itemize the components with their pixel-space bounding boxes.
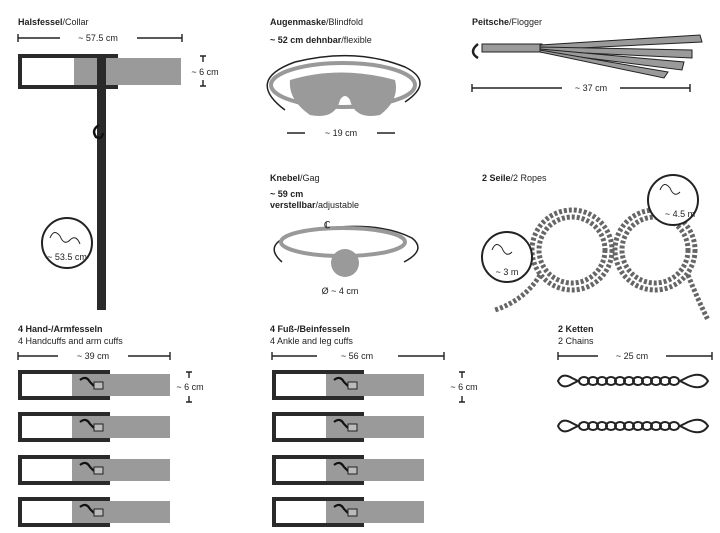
chains-title-en: 2 Chains xyxy=(558,336,594,346)
gag-adjust: verstellbar/adjustable xyxy=(270,200,359,210)
blindfold-section: Augenmaske/Blindfold ~ 52 cm dehnbar/fle… xyxy=(266,17,421,138)
chains-length: ~ 25 cm xyxy=(616,351,648,361)
strap-length-callout xyxy=(41,217,93,269)
anklecuffs-section: 4 Fuß-/Beinfesseln 4 Ankle and leg cuffs… xyxy=(270,324,478,529)
collar-length: ~ 57.5 cm xyxy=(78,33,118,43)
rope-short-length: ~ 3 m xyxy=(496,267,519,277)
handcuffs-width: ~ 6 cm xyxy=(176,382,203,392)
anklecuffs-width: ~ 6 cm xyxy=(450,382,477,392)
blindfold-title: Augenmaske/Blindfold xyxy=(270,17,363,27)
ropes-section: 2 Seile/2 Ropes ~ 3 m ~ 4.5 m xyxy=(481,173,711,322)
handcuffs-length: ~ 39 cm xyxy=(77,351,109,361)
gag-title: Knebel/Gag xyxy=(270,173,320,183)
collar-hook-icon xyxy=(92,123,105,140)
anklecuffs-title-en: 4 Ankle and leg cuffs xyxy=(270,336,353,346)
flogger-ring-icon xyxy=(471,43,479,60)
collar-length-line xyxy=(17,34,183,42)
flogger-section: Peitsche/Flogger ~ 37 cm xyxy=(471,17,703,93)
rope-short-callout xyxy=(481,231,533,283)
rope-long-callout xyxy=(647,174,699,226)
anklecuffs-length: ~ 56 cm xyxy=(341,351,373,361)
gag-length: ~ 59 cm xyxy=(270,189,303,199)
gag-ball-size: Ø ~ 4 cm xyxy=(322,286,359,296)
chains-section: 2 Ketten 2 Chains ~ 25 cm xyxy=(557,324,713,434)
flogger-length: ~ 37 cm xyxy=(575,83,607,93)
collar-title: Halsfessel/Collar xyxy=(18,17,89,27)
flogger-strands xyxy=(539,34,703,79)
ropes-title: 2 Seile/2 Ropes xyxy=(482,173,547,183)
collar-strap xyxy=(97,56,106,310)
handcuffs-title-en: 4 Handcuffs and arm cuffs xyxy=(18,336,123,346)
blindfold-mask xyxy=(289,72,396,116)
rope-long-length: ~ 4.5 m xyxy=(665,209,695,219)
chains-title-de: 2 Ketten xyxy=(558,324,594,334)
blindfold-width: ~ 19 cm xyxy=(325,128,357,138)
flogger-title: Peitsche/Flogger xyxy=(472,17,542,27)
buckle-icon: ℂ xyxy=(324,220,330,230)
gag-section: Knebel/Gag ~ 59 cm verstellbar/adjustabl… xyxy=(270,173,419,296)
handcuffs-section: 4 Hand-/Armfesseln 4 Handcuffs and arm c… xyxy=(16,324,204,529)
handcuffs-title-de: 4 Hand-/Armfesseln xyxy=(18,324,103,334)
collar-width: ~ 6 cm xyxy=(191,67,218,77)
gag-ball xyxy=(331,249,359,277)
stretch-arrow-icon xyxy=(266,54,421,111)
blindfold-size: ~ 52 cm dehnbar/flexible xyxy=(270,35,372,45)
anklecuffs-title-de: 4 Fuß-/Beinfesseln xyxy=(270,324,350,334)
collar-section: Halsfessel/Collar ~ 57.5 cm ~ 6 cm ~ 53.… xyxy=(17,17,219,310)
collar-strap-length: ~ 53.5 cm xyxy=(47,252,87,262)
